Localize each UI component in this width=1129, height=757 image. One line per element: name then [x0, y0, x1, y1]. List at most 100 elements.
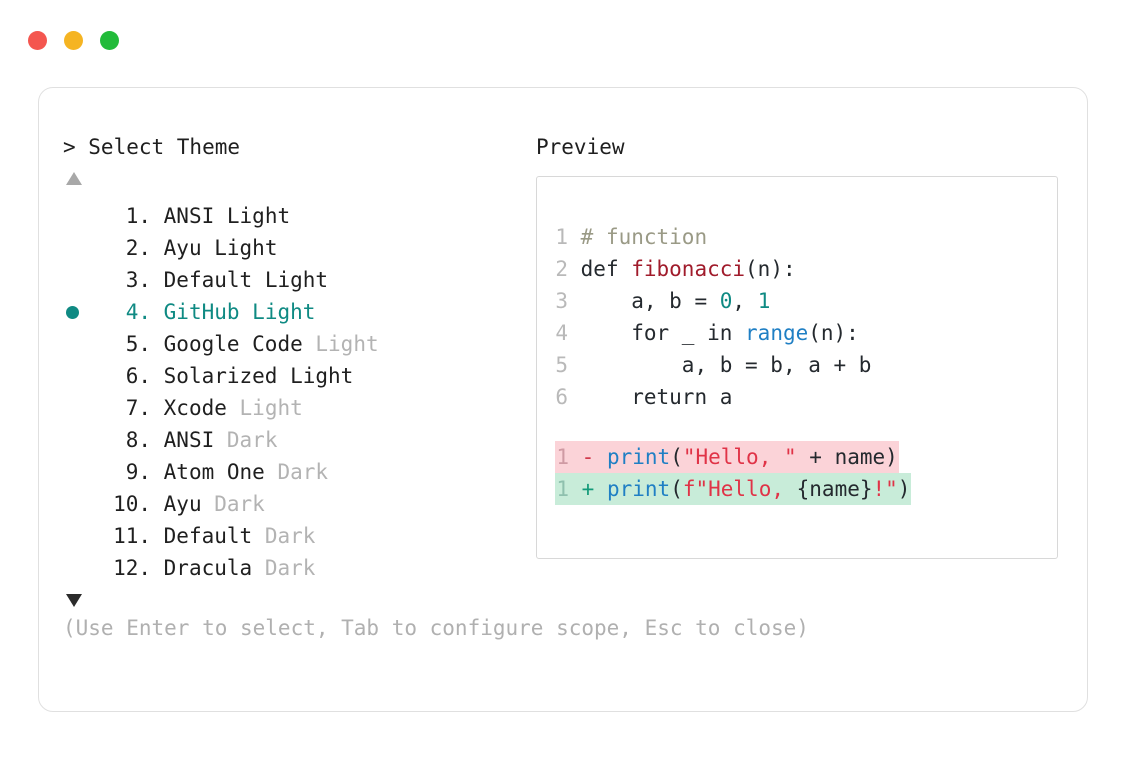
theme-item-spacer2	[252, 552, 265, 584]
theme-item-index: 4.	[125, 300, 151, 324]
theme-item-name: Atom One	[163, 460, 265, 484]
theme-item-spacer	[151, 264, 164, 296]
theme-item-name: ANSI	[163, 428, 215, 452]
selected-bullet-icon	[66, 305, 79, 319]
theme-list-item[interactable]: 11. Default Dark	[63, 520, 533, 552]
theme-item-name: ANSI	[163, 204, 215, 228]
theme-item-name: Ayu	[163, 492, 202, 516]
selection-bullet-slot	[63, 392, 99, 424]
theme-list-item[interactable]: 6. Solarized Light	[63, 360, 533, 392]
triangle-down-icon[interactable]	[66, 594, 82, 607]
theme-list-item[interactable]: 3. Default Light	[63, 264, 533, 296]
theme-item-spacer	[151, 488, 164, 520]
diff-token: )	[897, 477, 911, 501]
theme-item-variant: Light	[290, 364, 354, 388]
code-token: return a	[580, 385, 733, 409]
theme-item-name: Google Code	[163, 332, 303, 356]
diff-token: f"Hello,	[682, 477, 797, 501]
gutter-space	[568, 353, 581, 377]
diff-removed-line: 1 - print("Hello, " + name)	[555, 441, 911, 473]
preview-heading: Preview	[536, 135, 625, 159]
theme-item-spacer	[151, 296, 164, 328]
selection-bullet-slot	[63, 296, 99, 328]
theme-item-spacer	[151, 424, 164, 456]
scroll-down-row[interactable]	[63, 594, 533, 618]
scroll-up-row[interactable]	[63, 172, 533, 196]
diff-line-number: 1	[556, 445, 569, 469]
theme-item-index: 8.	[125, 428, 151, 452]
code-token: a, b = b, a + b	[580, 353, 872, 377]
theme-item-spacer	[151, 552, 164, 584]
theme-list-item[interactable]: 9. Atom One Dark	[63, 456, 533, 488]
selection-bullet-slot	[63, 424, 99, 456]
theme-item-variant: Dark	[214, 492, 265, 516]
code-token: (n):	[745, 257, 796, 281]
code-token: fibonacci	[631, 257, 746, 281]
selection-bullet-slot	[63, 264, 99, 296]
theme-item-name: Xcode	[163, 396, 227, 420]
theme-item-index: 5.	[125, 332, 151, 356]
diff-token: print	[606, 477, 671, 501]
diff-highlight: 1 + print(f"Hello, {name}!")	[555, 473, 912, 505]
theme-item-spacer2	[252, 520, 265, 552]
code-line: 1 # function	[555, 221, 911, 253]
theme-item-variant: Dark	[226, 428, 278, 452]
theme-item-name: Dracula	[163, 556, 253, 580]
close-button[interactable]	[28, 31, 47, 50]
theme-item-spacer	[151, 456, 164, 488]
diff-sign-space	[594, 477, 607, 501]
maximize-button[interactable]	[100, 31, 119, 50]
diff-plus-sign: +	[581, 477, 595, 501]
gutter-space	[568, 289, 581, 313]
diff-token: {name}	[796, 477, 873, 501]
theme-list-item[interactable]: 10. Ayu Dark	[63, 488, 533, 520]
theme-list-item[interactable]: 4. GitHub Light	[63, 296, 533, 328]
theme-item-variant: Light	[252, 300, 316, 324]
theme-item-spacer	[151, 328, 164, 360]
theme-list-item[interactable]: 12. Dracula Dark	[63, 552, 533, 584]
theme-item-spacer	[151, 200, 164, 232]
code-token: range	[745, 321, 809, 345]
theme-item-spacer	[151, 392, 164, 424]
theme-item-index: 12.	[113, 556, 151, 580]
theme-item-index: 6.	[125, 364, 151, 388]
code-token: 0	[719, 289, 733, 313]
theme-item-spacer2	[265, 456, 278, 488]
triangle-up-icon[interactable]	[66, 172, 82, 185]
code-line-number: 3	[555, 289, 568, 313]
code-line-number: 1	[555, 225, 568, 249]
minimize-button[interactable]	[64, 31, 83, 50]
theme-item-index: 2.	[125, 236, 151, 260]
gutter-space	[568, 321, 581, 345]
theme-item-variant: Light	[315, 332, 379, 356]
theme-item-spacer2	[202, 232, 215, 264]
code-line: 5 a, b = b, a + b	[555, 349, 911, 381]
theme-item-name: Default	[163, 268, 253, 292]
selection-bullet-slot	[63, 200, 99, 232]
theme-item-spacer2	[303, 328, 316, 360]
code-token: a, b =	[580, 289, 720, 313]
code-token: for _ in	[580, 321, 746, 345]
selection-bullet-slot	[63, 328, 99, 360]
theme-item-spacer	[151, 520, 164, 552]
theme-list-item[interactable]: 7. Xcode Light	[63, 392, 533, 424]
gutter-space	[568, 385, 581, 409]
theme-item-variant: Light	[239, 396, 303, 420]
theme-list-item[interactable]: 1. ANSI Light	[63, 200, 533, 232]
theme-item-spacer2	[277, 360, 290, 392]
diff-gutter-space	[569, 477, 582, 501]
code-token: (n):	[808, 321, 859, 345]
keyboard-hint-text: (Use Enter to select, Tab to configure s…	[63, 616, 809, 640]
theme-list-item[interactable]: 5. Google Code Light	[63, 328, 533, 360]
theme-item-index: 11.	[113, 524, 151, 548]
theme-list-item[interactable]: 8. ANSI Dark	[63, 424, 533, 456]
selection-bullet-slot	[63, 456, 99, 488]
diff-token: "Hello, "	[682, 445, 797, 469]
diff-sign-space	[594, 445, 607, 469]
theme-item-spacer2	[240, 296, 253, 328]
theme-list-item[interactable]: 2. Ayu Light	[63, 232, 533, 264]
